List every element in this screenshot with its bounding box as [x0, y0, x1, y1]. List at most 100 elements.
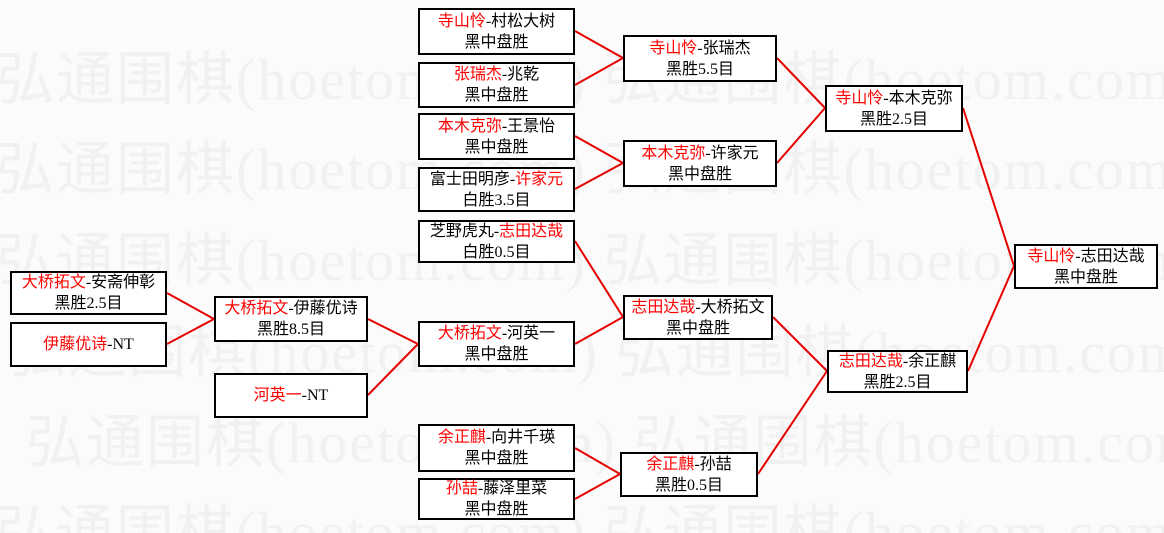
match-players: 志田达哉-大桥拓文	[631, 297, 764, 318]
match-box-ito-nt: 伊藤优诗-NT	[10, 322, 167, 367]
winner-name: 志田达哉	[838, 352, 903, 370]
player-name: -向井千瑛	[485, 429, 556, 446]
connector	[166, 292, 215, 320]
match-players: 大桥拓文-安斋伸彰	[22, 272, 155, 293]
match-result: 白胜0.5目	[462, 243, 531, 261]
player-name: -村松大树	[485, 12, 556, 30]
player-name: -伊藤优诗	[288, 300, 358, 317]
connector	[574, 30, 624, 59]
match-box-ohashi-vs-anzai: 大桥拓文-安斋伸彰 黑胜2.5目	[10, 271, 167, 315]
match-players: 余正麒-孙喆	[646, 454, 731, 475]
match-box-zhang-vs-zhao: 张瑞杰-兆乾 黑中盘胜	[418, 62, 575, 108]
connector	[574, 162, 624, 190]
match-result: 黑中盘胜	[464, 450, 529, 467]
match-box-fujita-vs-xu: 富士田明彦-许家元 白胜3.5目	[418, 167, 575, 212]
match-players: 志田达哉-余正麒	[839, 351, 956, 372]
match-players: 寺山怜-张瑞杰	[649, 38, 750, 59]
match-box-shibano-vs-shida: 芝野虎丸-志田达哉 白胜0.5目	[418, 220, 575, 263]
winner-name: 伊藤优诗	[43, 336, 108, 353]
winner-name: 大桥拓文	[21, 274, 86, 291]
player-name: -余正麒	[902, 352, 957, 370]
match-players: 寺山怜-志田达哉	[1027, 246, 1144, 267]
watermark-text: 弘通围棋(hoetom.com) 弘通围棋(hoetom.com) 弘通围棋(h…	[0, 500, 1164, 533]
winner-name: 余正麒	[646, 455, 695, 473]
player-name: -许家元	[705, 144, 759, 162]
winner-name: 寺山怜	[835, 89, 884, 107]
winner-name: 河英一	[253, 387, 302, 404]
match-result: 黑胜2.5目	[54, 295, 123, 312]
connector	[962, 107, 1015, 267]
match-result: 黑中盘胜	[464, 501, 529, 518]
match-box-motoki-vs-wang: 本木克弥-王景怡 黑中盘胜	[418, 113, 575, 160]
player-name: -NT	[301, 387, 329, 404]
match-result: 黑中盘胜	[464, 346, 529, 363]
player-name: -兆乾	[501, 66, 540, 83]
match-box-final-terayama-vs-shida: 寺山怜-志田达哉 黑中盘胜	[1014, 244, 1158, 289]
player-name: -王景怡	[501, 117, 556, 135]
watermark-text: 弘通围棋(hoetom.com) 弘通围棋(hoetom.com) 弘通围棋(h…	[0, 228, 1164, 293]
connector	[574, 473, 621, 500]
winner-name: 大桥拓文	[224, 300, 289, 317]
winner-name: 余正麒	[437, 429, 486, 446]
match-box-terayama-vs-motoki: 寺山怜-本木克弥 黑胜2.5目	[825, 85, 963, 132]
match-box-ohashi-vs-ha: 大桥拓文-河英一 黑中盘胜	[418, 321, 575, 367]
match-box-terayama-vs-zhang: 寺山怜-张瑞杰 黑胜5.5目	[623, 35, 777, 82]
match-players: 芝野虎丸-志田达哉	[430, 221, 563, 242]
match-box-ohashi-vs-ito: 大桥拓文-伊藤优诗 黑胜8.5目	[214, 296, 368, 342]
connector	[367, 343, 419, 396]
match-result: 黑中盘胜	[665, 319, 730, 337]
winner-name: 寺山怜	[649, 39, 698, 57]
winner-name: 本木克弥	[641, 144, 706, 162]
match-result: 黑胜2.5目	[859, 110, 928, 128]
winner-name: 本木克弥	[437, 117, 502, 135]
player-name: -本木克弥	[883, 89, 953, 107]
player-name: 芝野虎丸-	[429, 222, 500, 240]
match-players: 大桥拓文-河英一	[438, 323, 555, 344]
player-name: -安斋伸彰	[85, 274, 156, 291]
match-players: 富士田明彦-许家元	[430, 169, 563, 190]
connector	[574, 57, 624, 86]
match-result: 白胜3.5目	[462, 191, 531, 209]
player-name: -大桥拓文	[695, 298, 765, 316]
watermark-text: 弘通围棋(hoetom.com) 弘通围棋(hoetom.com) 弘通围棋(h…	[8, 320, 1164, 385]
match-result: 黑中盘胜	[1053, 268, 1118, 286]
match-result: 黑中盘胜	[464, 87, 529, 104]
watermark-text: 弘通围棋(hoetom.com) 弘通围棋(hoetom.com) 弘通围棋(h…	[0, 47, 1164, 112]
winner-name: 志田达哉	[499, 222, 564, 240]
match-box-shida-vs-yu: 志田达哉-余正麒 黑胜2.5目	[827, 350, 968, 393]
match-box-shida-vs-ohashi: 志田达哉-大桥拓文 黑中盘胜	[623, 295, 773, 340]
match-players: 大桥拓文-伊藤优诗	[224, 298, 357, 319]
connector	[772, 316, 828, 372]
watermark-text: 弘通围棋(hoetom.com) 弘通围棋(hoetom.com) 弘通围棋(h…	[0, 137, 1164, 202]
connector	[574, 447, 621, 475]
match-players: 余正麒-向井千瑛	[438, 427, 555, 448]
match-players: 寺山怜-村松大树	[438, 11, 555, 32]
player-name: -NT	[107, 336, 134, 353]
winner-name: 志田达哉	[631, 298, 696, 316]
player-name: 富士田明彦-	[429, 170, 516, 188]
winner-name: 许家元	[515, 170, 564, 188]
match-box-yu-vs-sun: 余正麒-孙喆 黑胜0.5目	[620, 452, 758, 497]
match-players: 张瑞杰-兆乾	[454, 64, 539, 85]
match-result: 黑中盘胜	[667, 165, 732, 183]
winner-name: 寺山怜	[1027, 247, 1076, 265]
connector	[967, 265, 1015, 372]
player-name: -张瑞杰	[697, 39, 751, 57]
match-result: 黑胜5.5目	[665, 60, 734, 78]
match-players: 本木克弥-许家元	[641, 143, 758, 164]
match-result: 黑胜8.5目	[256, 321, 325, 338]
match-box-terayama-vs-muramatsu: 寺山怜-村松大树 黑中盘胜	[418, 8, 575, 55]
winner-name: 孙喆	[445, 480, 478, 497]
connector	[776, 107, 826, 164]
match-players: 河英一-NT	[254, 385, 329, 406]
match-result: 黑中盘胜	[464, 138, 529, 156]
match-box-yu-vs-mukai: 余正麒-向井千瑛 黑中盘胜	[418, 424, 575, 472]
winner-name: 大桥拓文	[437, 325, 502, 342]
connector	[574, 316, 624, 345]
player-name: -志田达哉	[1075, 247, 1145, 265]
connector	[166, 318, 215, 345]
match-result: 黑胜2.5目	[863, 373, 932, 391]
player-name: -藤泽里菜	[477, 480, 548, 497]
